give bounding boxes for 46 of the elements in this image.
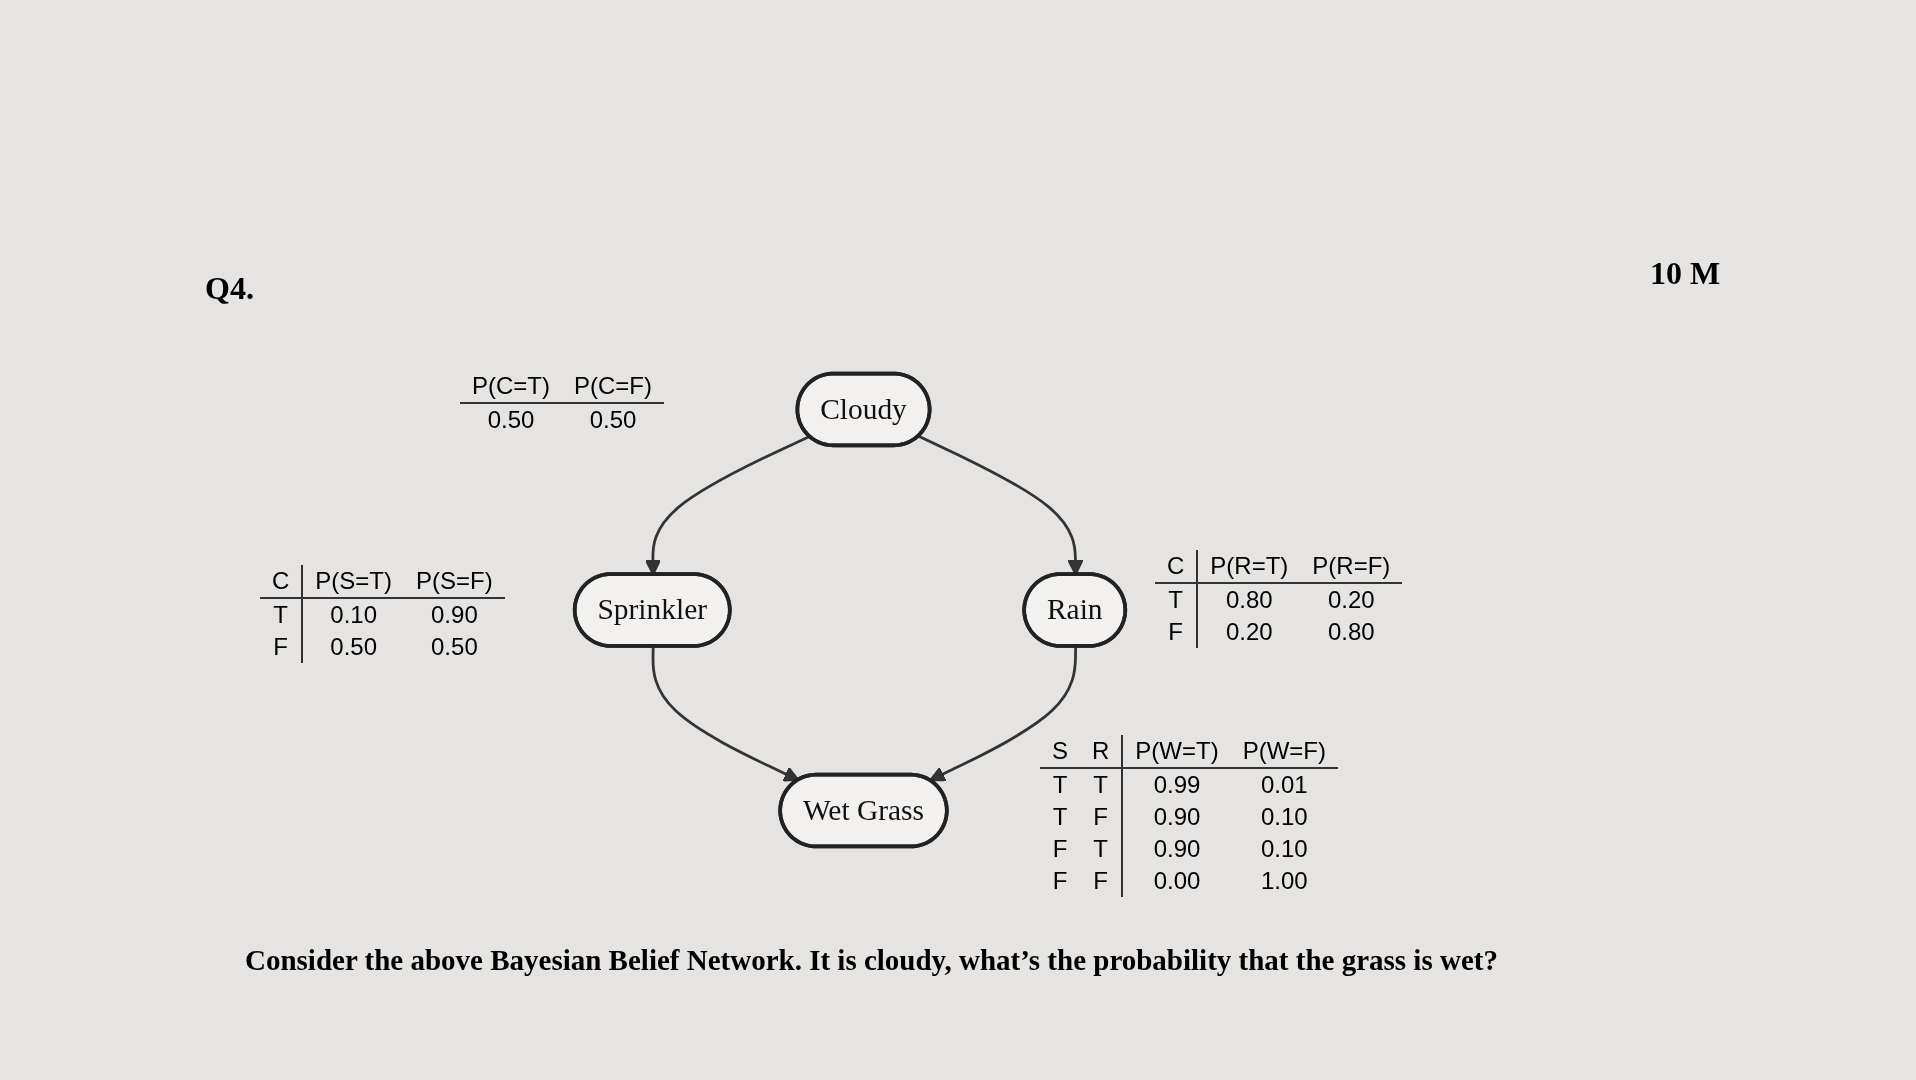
probability-value: 0.10 — [1261, 835, 1308, 862]
table-header: P(C=F) — [574, 372, 652, 399]
probability-value: 0.10 — [1261, 803, 1308, 830]
table-header: C — [1167, 552, 1185, 579]
state-label: T — [1093, 771, 1108, 798]
table-header: P(S=F) — [416, 567, 493, 594]
probability-value: 0.90 — [1153, 803, 1201, 830]
state-label: T — [1168, 586, 1183, 613]
probability-value: 0.50 — [431, 633, 478, 660]
probability-value: 0.80 — [1226, 586, 1273, 613]
table-header: P(R=F) — [1312, 552, 1391, 579]
state-label: T — [1052, 803, 1068, 830]
table-header: S — [1052, 737, 1068, 764]
probability-value: 0.50 — [330, 633, 378, 660]
table-header: C — [272, 567, 290, 594]
state-label: F — [1168, 618, 1183, 645]
probability-value: 0.90 — [1153, 835, 1201, 862]
probability-value: 0.10 — [330, 601, 378, 628]
probability-value: 0.99 — [1153, 771, 1201, 798]
probability-value: 0.50 — [487, 406, 535, 433]
table-header: P(W=T) — [1135, 737, 1219, 764]
probability-value: 0.01 — [1261, 771, 1308, 798]
table-header: P(R=T) — [1210, 552, 1289, 579]
probability-value: 0.00 — [1153, 867, 1201, 894]
state-label: F — [1052, 867, 1068, 894]
probability-value: 0.90 — [431, 601, 478, 628]
state-label: T — [273, 601, 288, 628]
table-header: P(S=T) — [315, 567, 393, 594]
state-label: T — [1052, 771, 1068, 798]
state-label: F — [1093, 867, 1108, 894]
question-number: Q4. — [205, 270, 254, 307]
marks-text: 10 M — [1650, 255, 1721, 292]
state-label: F — [273, 633, 288, 660]
probability-value: 0.20 — [1328, 586, 1375, 613]
table-header: P(C=T) — [472, 372, 550, 399]
probability-value: 0.50 — [589, 406, 637, 433]
probability-value: 0.80 — [1328, 618, 1375, 645]
state-label: F — [1093, 803, 1108, 830]
probability-value: 1.00 — [1261, 867, 1308, 894]
arrow — [651, 646, 800, 782]
question-text: Consider the above Bayesian Belief Network. It is cloudy, what’s the probability that the grass is wet? — [245, 943, 1499, 978]
table-header: R — [1092, 737, 1110, 764]
probability-value: 0.20 — [1226, 618, 1273, 645]
table-header: P(W=F) — [1242, 737, 1326, 764]
state-label: F — [1052, 835, 1068, 862]
state-label: T — [1093, 835, 1108, 862]
